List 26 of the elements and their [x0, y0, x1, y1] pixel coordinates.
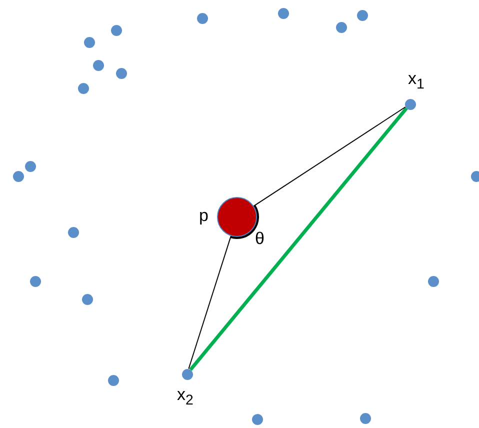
data-point: [92, 60, 104, 70]
data-point: [196, 12, 208, 24]
data-point: [24, 160, 36, 172]
data-point: [30, 276, 40, 286]
point-label: p: [199, 207, 208, 224]
connecting-line: [189, 107, 408, 371]
data-point: [116, 68, 126, 78]
data-point: [108, 374, 118, 386]
data-point: [12, 170, 24, 182]
data-point: [356, 10, 368, 20]
data-point: [252, 414, 262, 424]
connecting-line: [188, 236, 232, 370]
angle-label: θ: [255, 230, 264, 247]
data-point: [78, 82, 88, 94]
data-point: [428, 276, 438, 286]
data-point: [110, 24, 122, 36]
data-point: [360, 412, 370, 424]
data-point: [278, 8, 288, 18]
point-label: x$_{1}$: [408, 70, 424, 92]
data-point: [336, 22, 346, 32]
data-point: [84, 36, 94, 48]
connecting-line: [253, 106, 406, 207]
data-point: [470, 170, 479, 182]
point-label: x$_{2}$: [177, 386, 194, 408]
data-point: [68, 226, 78, 238]
data-point: [82, 294, 92, 304]
